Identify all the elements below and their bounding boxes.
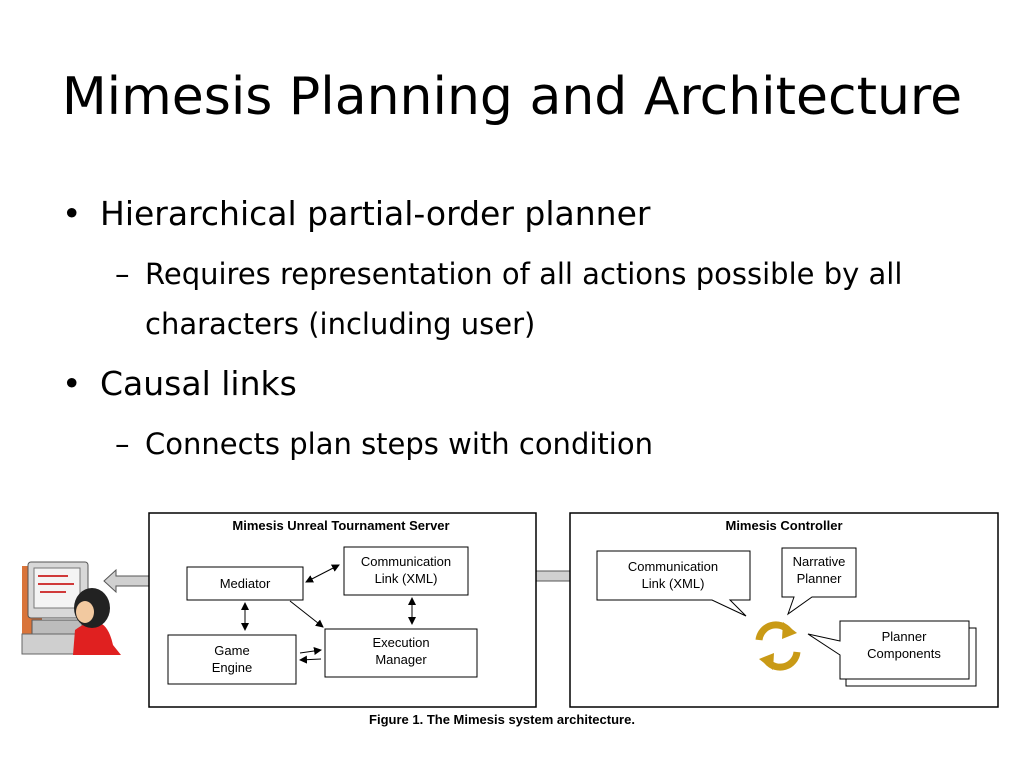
game-engine-line-2: Engine xyxy=(212,660,252,675)
sub-bullet-2-text: Connects plan steps with condition xyxy=(145,427,653,461)
planner-components-line-2: Components xyxy=(867,646,941,661)
comm-link-server-line-2: Link (XML) xyxy=(375,571,438,586)
comm-link-server-line-1: Communication xyxy=(361,554,451,569)
game-engine-box xyxy=(167,634,297,685)
engine-execution-connector-2 xyxy=(299,655,322,664)
planner-components-callout xyxy=(807,620,970,680)
sub-bullet-1-text: Requires representation of all actions p… xyxy=(145,257,903,341)
sub-bullet-2: – Connects plan steps with condition xyxy=(115,419,955,469)
mediator-label: Mediator xyxy=(220,576,271,591)
narrative-planner-callout xyxy=(781,547,857,616)
dash-marker: – xyxy=(115,427,130,461)
engine-execution-connector-1 xyxy=(299,647,322,655)
narrative-planner-line-1: Narrative xyxy=(793,554,846,569)
mediator-execution-connector xyxy=(289,600,324,628)
execution-manager-line-2: Manager xyxy=(375,652,427,667)
controller-panel-title: Mimesis Controller xyxy=(725,518,842,533)
bullet-2-text: Causal links xyxy=(100,364,297,403)
comm-link-controller-callout xyxy=(596,550,751,617)
slide-title: Mimesis Planning and Architecture xyxy=(61,67,963,127)
bullet-marker: • xyxy=(62,364,82,403)
figure-caption: Figure 1. The Mimesis system architectur… xyxy=(369,712,635,727)
cycle-icon xyxy=(755,621,801,671)
game-engine-line-1: Game xyxy=(214,643,249,658)
narrative-planner-line-2: Planner xyxy=(797,571,842,586)
sub-bullet-1: – Requires representation of all actions… xyxy=(115,249,955,349)
bullet-1-text: Hierarchical partial-order planner xyxy=(100,194,651,233)
bullet-marker: • xyxy=(62,194,82,233)
server-panel-title: Mimesis Unreal Tournament Server xyxy=(232,518,449,533)
execution-manager-line-1: Execution xyxy=(372,635,429,650)
planner-components-line-1: Planner xyxy=(882,629,927,644)
dash-marker: – xyxy=(115,257,130,291)
comm-link-server-box xyxy=(343,546,469,596)
comm-link-controller-line-1: Communication xyxy=(628,559,718,574)
user-computer-icon xyxy=(21,561,121,655)
comm-link-controller-line-2: Link (XML) xyxy=(642,576,705,591)
mediator-comm-connector xyxy=(305,564,340,583)
mediator-box xyxy=(186,566,304,601)
execution-manager-box xyxy=(324,628,478,678)
